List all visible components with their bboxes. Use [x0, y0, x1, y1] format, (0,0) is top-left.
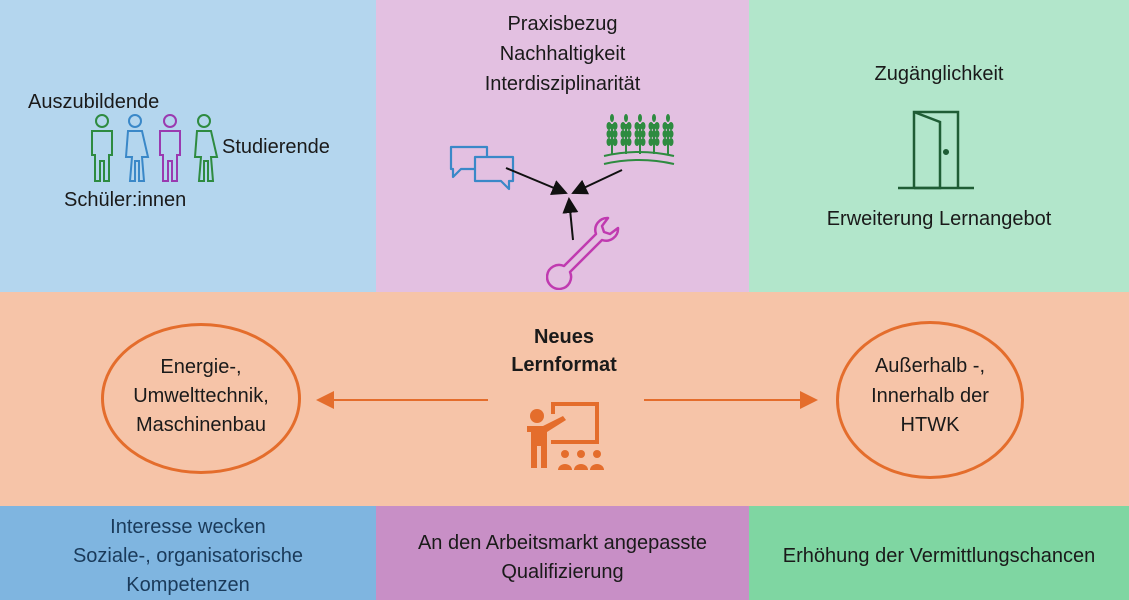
circle-right-line2: Innerhalb der	[871, 385, 989, 407]
circle-right-line3: HTWK	[900, 414, 960, 436]
convergence-arrows	[505, 167, 623, 241]
label-studierende: Studierende	[222, 136, 330, 158]
wheat-field-icon	[603, 114, 675, 165]
wrench-icon	[546, 216, 620, 290]
label-praxisbezug: Praxisbezug	[507, 13, 618, 35]
title-neues: Neues	[533, 326, 595, 348]
circle-left	[101, 323, 301, 474]
circle-left-line3: Maschinenbau	[135, 414, 267, 436]
bottom-middle-line1: An den Arbeitsmarkt angepasste	[417, 532, 708, 554]
orange-arrows	[316, 391, 818, 409]
label-nachhaltigkeit: Nachhaltigkeit	[499, 43, 626, 65]
door-icon	[898, 110, 974, 190]
circle-left-line1: Energie-,	[160, 356, 242, 378]
circle-left-line2: Umwelttechnik,	[133, 385, 269, 407]
panel-principles	[376, 0, 749, 292]
chat-bubbles-icon	[449, 145, 515, 191]
panel-bottom-left	[0, 506, 376, 600]
circle-right-line1: Außerhalb -,	[874, 355, 986, 377]
circle-right	[836, 321, 1024, 479]
teacher-icon	[527, 402, 604, 470]
bottom-right-text: Erhöhung der Vermittlungschancen	[782, 545, 1096, 567]
label-auszubildende: Auszubildende	[28, 91, 160, 113]
bottom-left-line2: Soziale-, organisatorische	[72, 545, 304, 567]
panel-bottom-middle	[376, 506, 749, 600]
people-icon	[91, 114, 219, 182]
label-erweiterung-lernangebot: Erweiterung Lernangebot	[826, 208, 1052, 230]
panel-bottom-right	[749, 506, 1129, 600]
bottom-middle-line2: Qualifizierung	[501, 561, 624, 583]
label-zugaenglichkeit: Zugänglichkeit	[874, 63, 1004, 85]
title-lernformat: Lernformat	[511, 354, 617, 376]
bottom-left-line1: Interesse wecken	[110, 516, 266, 538]
panel-target-groups	[0, 0, 376, 292]
label-interdisziplinaritaet: Interdisziplinarität	[484, 73, 641, 95]
label-schueler: Schüler:innen	[64, 189, 187, 211]
bottom-left-line3: Kompetenzen	[126, 574, 250, 596]
